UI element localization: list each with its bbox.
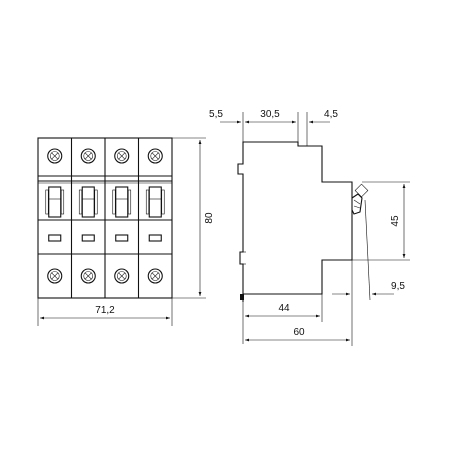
dim-label-front-width: 71,2 (95, 305, 115, 316)
terminal-screw-bottom (80, 268, 96, 284)
terminal-screw-top (147, 148, 163, 164)
dim-label-front-height: 80 (204, 212, 215, 224)
dimension-front-height: 80 (172, 137, 215, 299)
indicator-window (115, 234, 129, 242)
toggle-handle (48, 186, 62, 218)
dim-label-base-depth: 44 (278, 303, 290, 314)
indicator-window (148, 234, 162, 242)
terminal-screw-bottom (47, 268, 63, 284)
front-view (37, 137, 173, 299)
dimension-side-top: 5,5 30,5 4,5 (209, 109, 338, 146)
dimension-side-front-depth: 9,5 (332, 199, 405, 301)
terminal-screw-bottom (114, 268, 130, 284)
front-modules (45, 138, 165, 298)
terminal-screw-top (114, 148, 130, 164)
side-housing-outline (237, 141, 353, 295)
toggle-handle (115, 186, 129, 218)
side-view (237, 141, 369, 302)
dimension-side-total: 60 (245, 300, 353, 346)
din-clip (240, 294, 244, 300)
indicator-window (81, 234, 95, 242)
dim-label-top-width: 30,5 (260, 109, 280, 120)
toggle-handle (148, 186, 162, 218)
dim-label-total-depth: 60 (293, 327, 305, 338)
dimension-side-terminal: 45 (352, 181, 410, 261)
dimension-side-base: 44 (242, 294, 323, 344)
dim-label-left-offset: 5,5 (209, 109, 223, 120)
toggle-handle (81, 186, 95, 218)
lever-tip (354, 183, 369, 198)
dim-label-front-depth: 9,5 (391, 281, 405, 292)
terminal-screw-top (47, 148, 63, 164)
terminal-screw-bottom (147, 268, 163, 284)
dimension-front-width: 71,2 (37, 298, 173, 326)
terminal-screw-top (80, 148, 96, 164)
toggle-lever (351, 193, 363, 215)
indicator-window (48, 234, 62, 242)
dim-label-terminal-height: 45 (390, 215, 401, 227)
dim-label-right-offset: 4,5 (324, 109, 338, 120)
